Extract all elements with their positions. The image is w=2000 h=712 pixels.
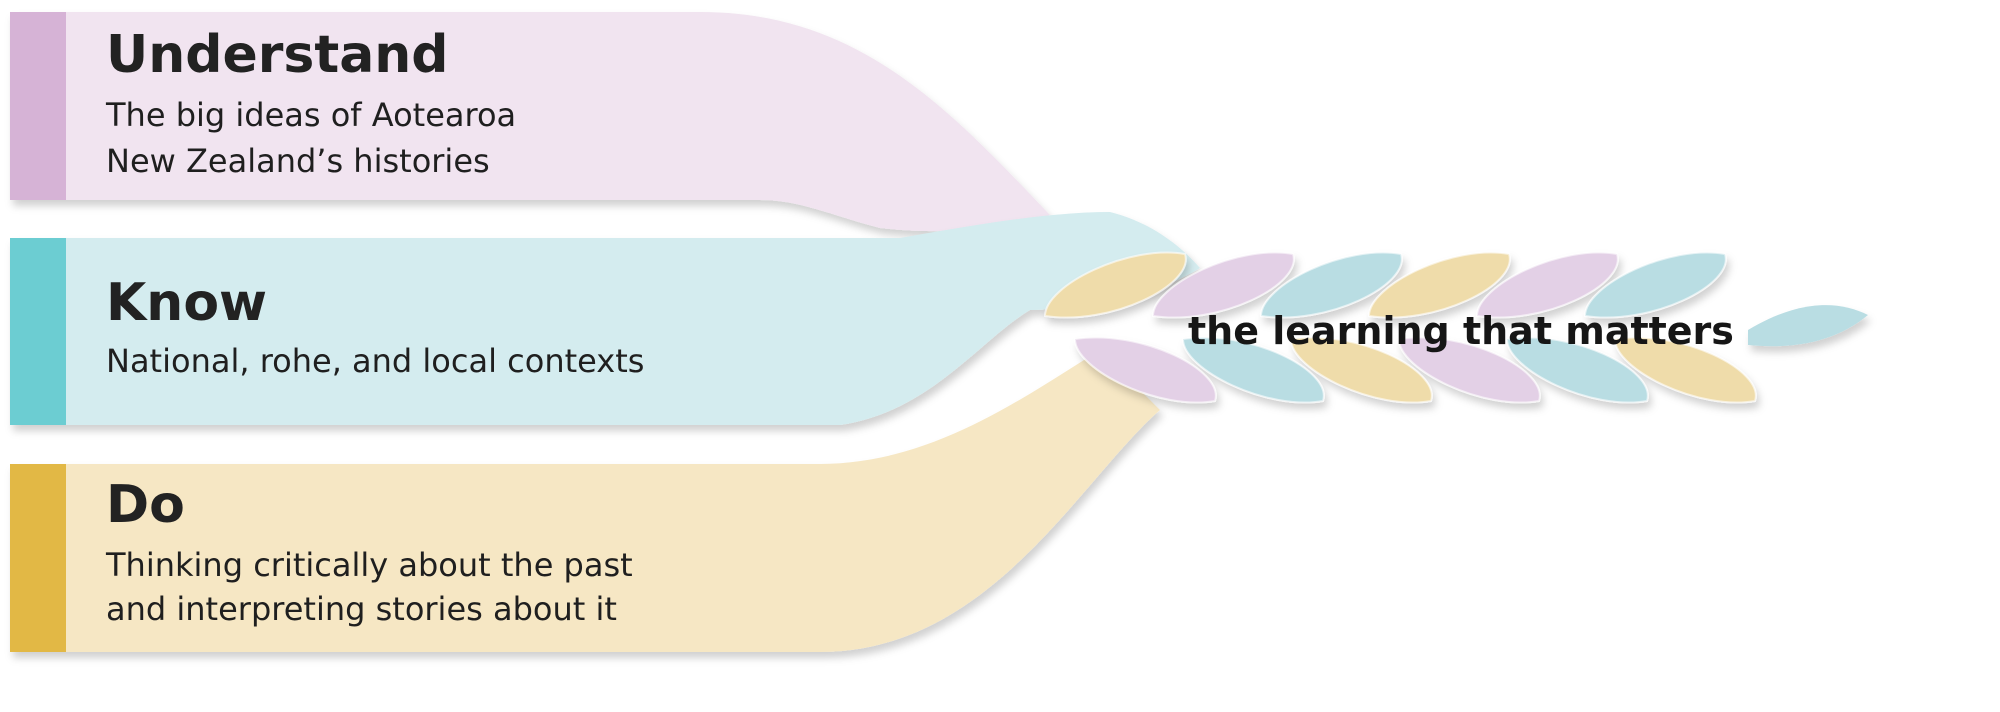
braid-segment-lower <box>1397 336 1541 404</box>
strand-know-band <box>10 212 1200 425</box>
braid-segment-upper <box>1151 251 1295 319</box>
strand-understand-accent-bar <box>10 12 66 200</box>
strand-do <box>10 350 1160 652</box>
understand-description-line-1: The big ideas of Aotearoa <box>105 96 516 134</box>
do-description-line-2: and interpreting stories about it <box>106 590 617 628</box>
braid-segment-upper <box>1043 251 1187 319</box>
strand-know <box>10 212 1200 425</box>
braid-plait <box>1043 251 1868 404</box>
strand-know-accent-bar <box>10 238 66 425</box>
do-description-line-1: Thinking critically about the past <box>105 546 633 584</box>
strand-understand-band <box>10 12 1050 232</box>
know-heading: Know <box>106 273 267 333</box>
braid-segment-upper <box>1475 251 1619 319</box>
strand-understand <box>10 12 1050 232</box>
know-description-line-1: National, rohe, and local contexts <box>106 342 644 380</box>
braid-segment-lower <box>1289 336 1433 404</box>
braid-segment-upper <box>1259 251 1403 319</box>
understand-description-line-2: New Zealand’s histories <box>106 142 490 180</box>
do-heading: Do <box>106 475 185 535</box>
braid-segment-lower <box>1181 336 1325 404</box>
braid-tail-tip <box>1748 305 1868 347</box>
braid-segment-lower <box>1613 336 1757 404</box>
braid-segment-lower <box>1073 336 1217 404</box>
strand-do-accent-bar <box>10 464 66 652</box>
braid-segment-lower <box>1505 336 1649 404</box>
strand-do-band <box>10 350 1160 652</box>
understand-heading: Understand <box>106 25 449 85</box>
braid-segment-upper <box>1583 251 1727 319</box>
braid-segment-upper <box>1367 251 1511 319</box>
braid-label: the learning that matters <box>1188 309 1734 353</box>
